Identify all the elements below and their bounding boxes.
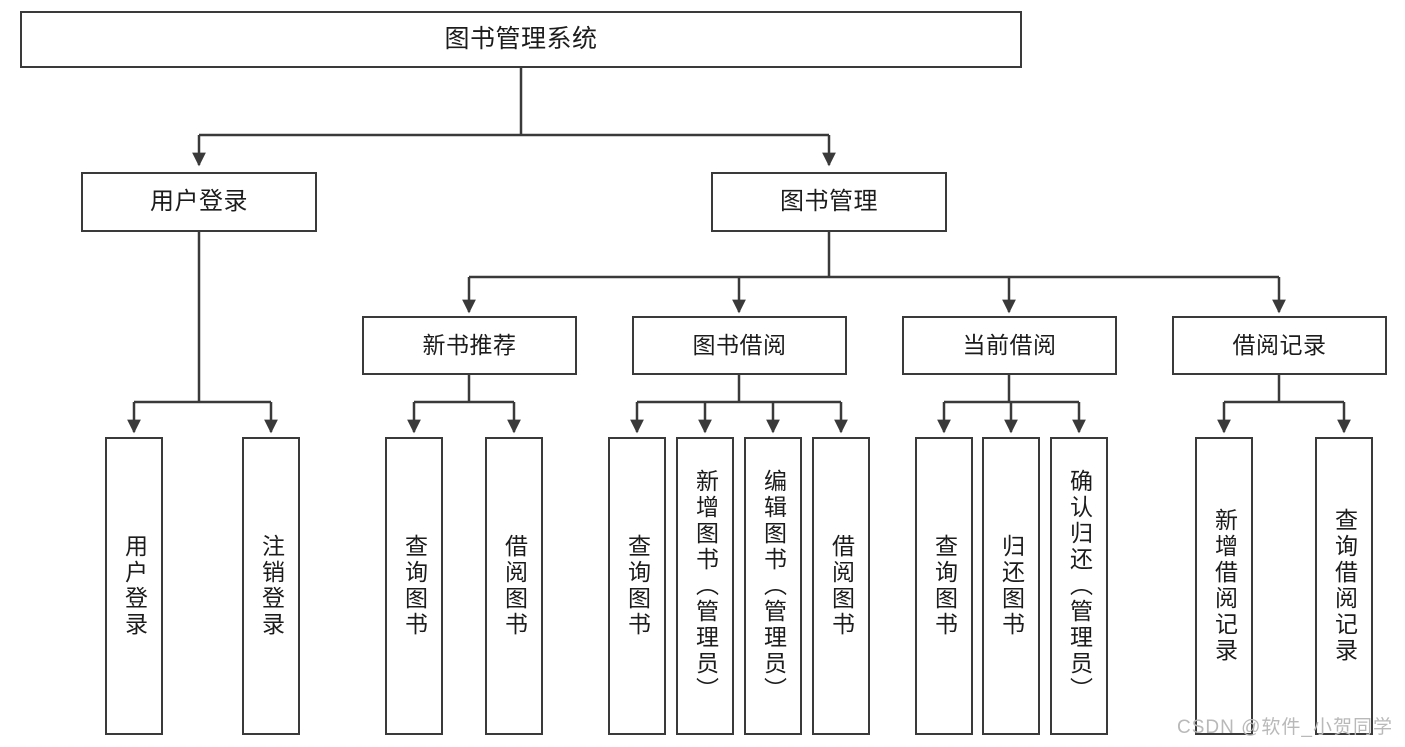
leaf-user-logout[interactable]: 注销登录 <box>242 437 300 735</box>
node-current-borrow-label: 当前借阅 <box>962 331 1057 358</box>
leaf-query-book-current[interactable]: 查询图书 <box>915 437 973 735</box>
leaf-label: 新增借阅记录 <box>1211 508 1238 664</box>
node-new-book-recommend[interactable]: 新书推荐 <box>362 316 577 375</box>
leaf-query-book-borrow[interactable]: 查询图书 <box>608 437 666 735</box>
node-borrow-record[interactable]: 借阅记录 <box>1172 316 1387 375</box>
leaf-borrow-book-recommend[interactable]: 借阅图书 <box>485 437 543 735</box>
leaf-confirm-return-admin[interactable]: 确认归还（管理员） <box>1050 437 1108 735</box>
node-borrow-record-label: 借阅记录 <box>1232 331 1327 358</box>
node-book-borrow[interactable]: 图书借阅 <box>632 316 847 375</box>
leaf-label: 借阅图书 <box>828 534 855 638</box>
node-root-label: 图书管理系统 <box>444 24 598 53</box>
leaf-label: 编辑图书（管理员） <box>760 469 787 703</box>
leaf-add-book-admin[interactable]: 新增图书（管理员） <box>676 437 734 735</box>
node-user-login-label: 用户登录 <box>150 187 248 215</box>
leaf-label: 确认归还（管理员） <box>1066 469 1093 703</box>
leaf-label: 用户登录 <box>121 534 148 638</box>
leaf-label: 新增图书（管理员） <box>692 469 719 703</box>
leaf-label: 查询图书 <box>401 534 428 638</box>
node-book-management[interactable]: 图书管理 <box>711 172 947 232</box>
leaf-return-book[interactable]: 归还图书 <box>982 437 1040 735</box>
leaf-label: 注销登录 <box>258 534 285 638</box>
leaf-user-login[interactable]: 用户登录 <box>105 437 163 735</box>
node-book-borrow-label: 图书借阅 <box>692 331 787 358</box>
leaf-label: 借阅图书 <box>501 534 528 638</box>
node-book-management-label: 图书管理 <box>780 187 878 215</box>
leaf-label: 查询借阅记录 <box>1331 508 1358 664</box>
node-current-borrow[interactable]: 当前借阅 <box>902 316 1117 375</box>
leaf-label: 查询图书 <box>624 534 651 638</box>
leaf-add-borrow-record[interactable]: 新增借阅记录 <box>1195 437 1253 735</box>
leaf-label: 查询图书 <box>931 534 958 638</box>
leaf-query-borrow-record[interactable]: 查询借阅记录 <box>1315 437 1373 735</box>
leaf-edit-book-admin[interactable]: 编辑图书（管理员） <box>744 437 802 735</box>
csdn-watermark: CSDN @软件_小贺同学 <box>1177 717 1393 738</box>
leaf-query-book-recommend[interactable]: 查询图书 <box>385 437 443 735</box>
leaf-label: 归还图书 <box>998 534 1025 638</box>
node-user-login[interactable]: 用户登录 <box>81 172 317 232</box>
node-root[interactable]: 图书管理系统 <box>20 11 1022 68</box>
node-new-book-recommend-label: 新书推荐 <box>422 331 517 358</box>
leaf-borrow-book[interactable]: 借阅图书 <box>812 437 870 735</box>
